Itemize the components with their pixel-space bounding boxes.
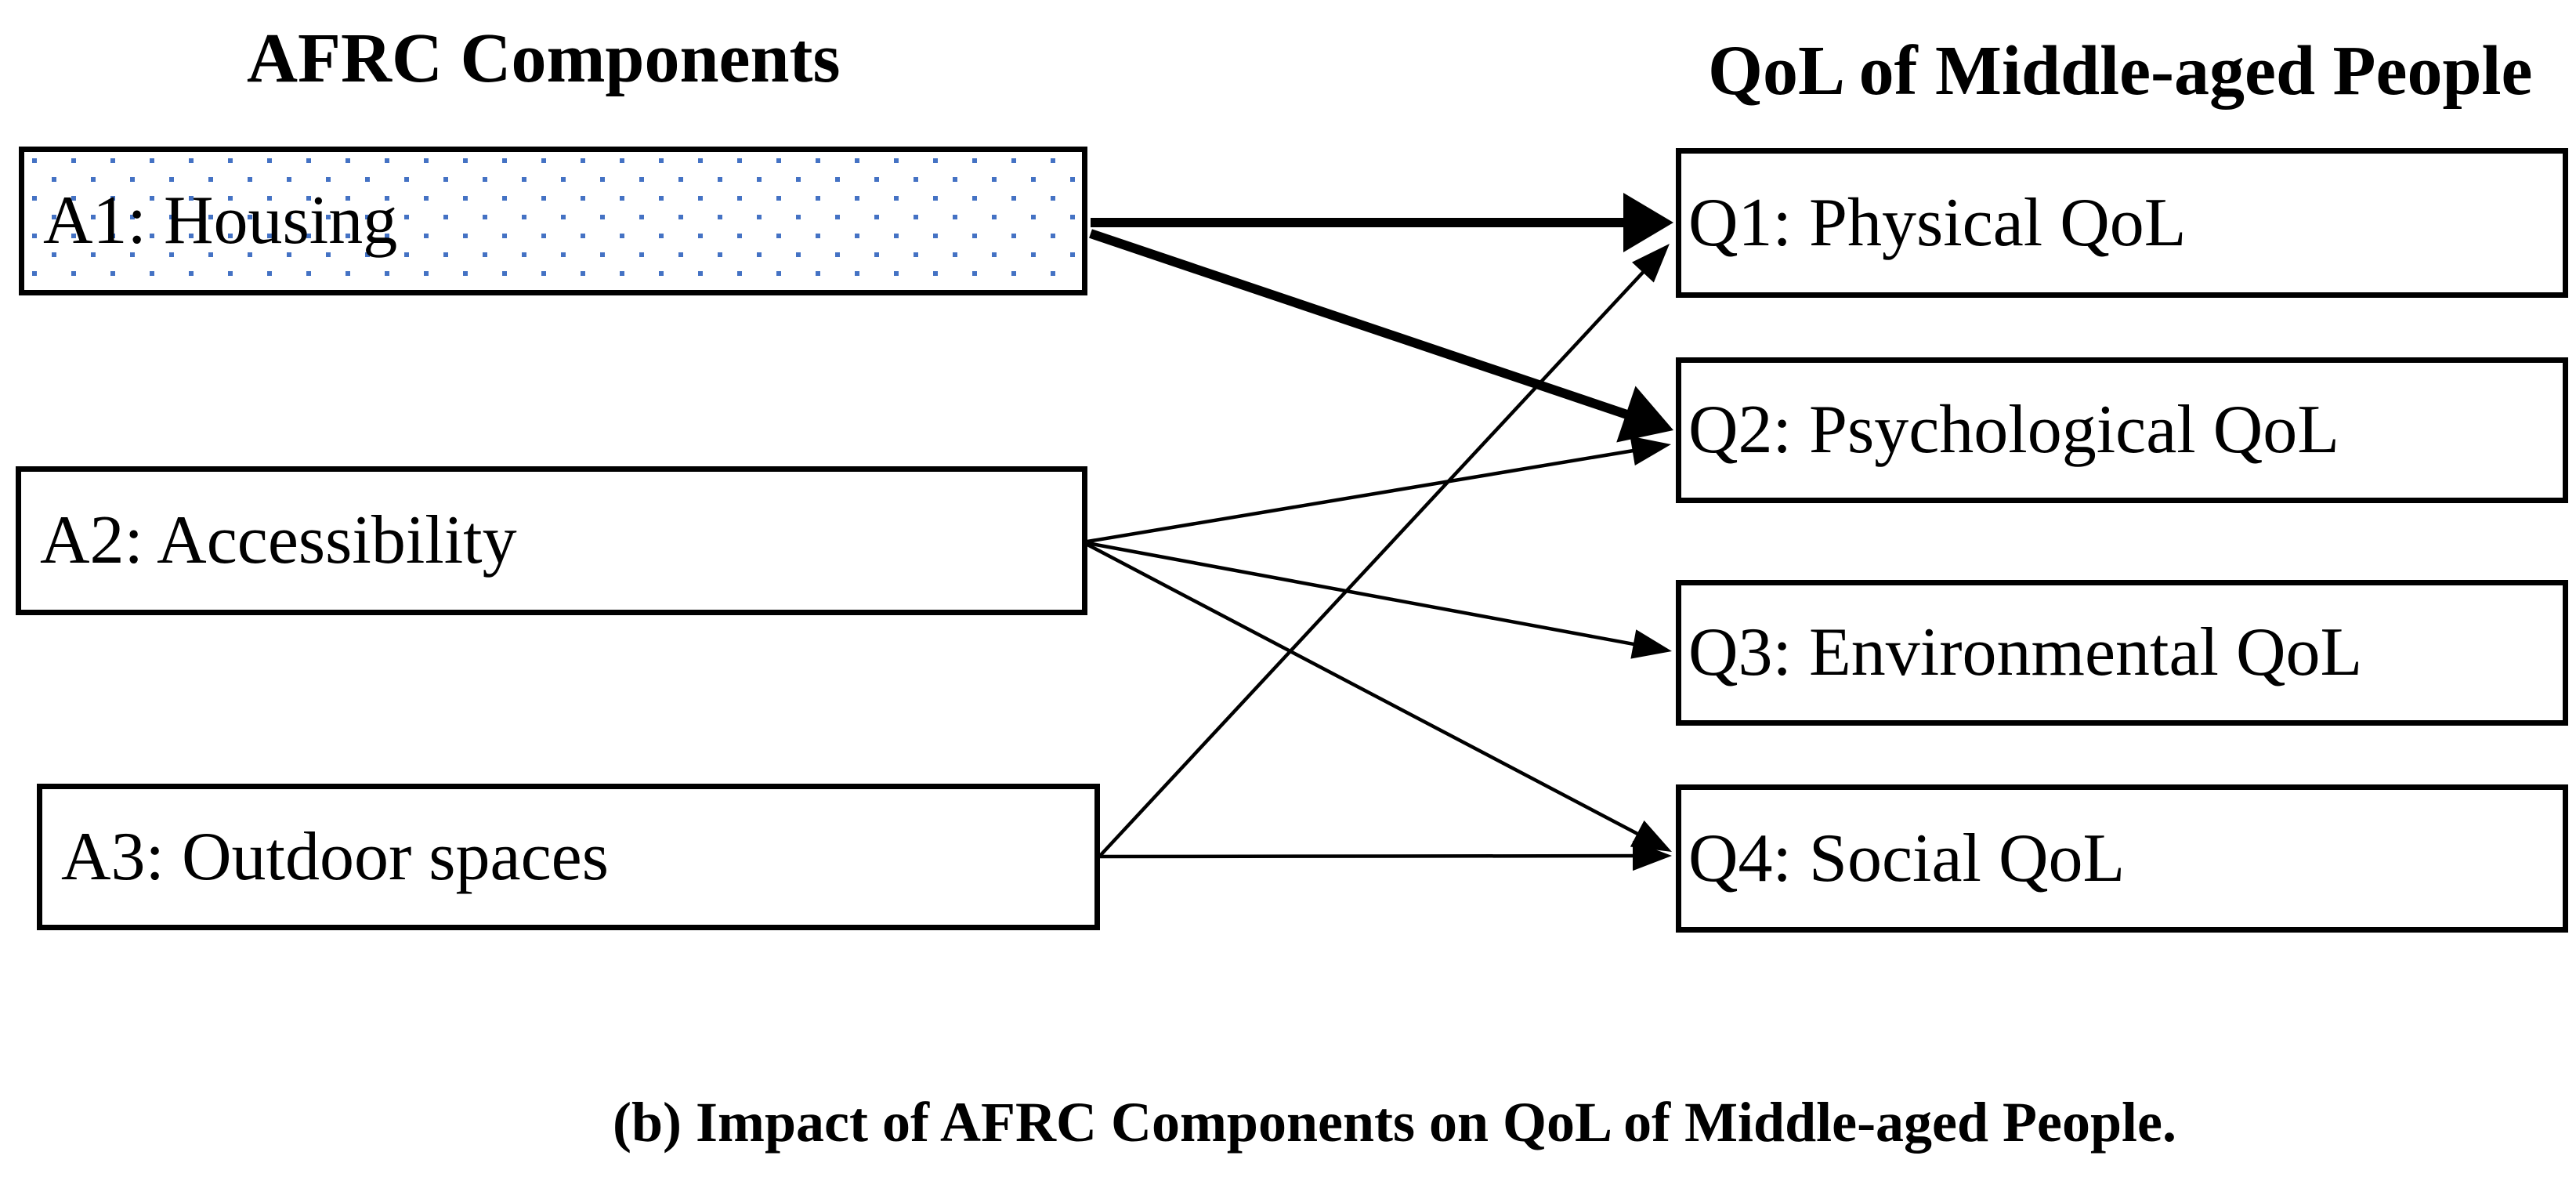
arrow-line-a2-q4 — [1086, 543, 1655, 845]
arrow-line-a2-q3 — [1087, 541, 1653, 650]
arrowhead-icon-a2-q3 — [1630, 629, 1672, 659]
box-label-q2: Q2: Psychological QoL — [1688, 392, 2340, 468]
box-label-a1: A1: Housing — [43, 183, 398, 259]
box-q2-psychological-qol: Q2: Psychological QoL — [1676, 357, 2568, 503]
box-a2-accessibility: A2: Accessibility — [16, 466, 1087, 615]
box-q1-physical-qol: Q1: Physical QoL — [1676, 148, 2568, 298]
arrow-line-a1-q2 — [1089, 229, 1652, 427]
left-column-header: AFRC Components — [247, 20, 841, 97]
box-label-q1: Q1: Physical QoL — [1688, 184, 2187, 261]
arrowhead-icon-a2-q4 — [1630, 820, 1672, 852]
box-a3-outdoor-spaces: A3: Outdoor spaces — [37, 784, 1100, 930]
box-label-a3: A3: Outdoor spaces — [61, 818, 609, 895]
arrowhead-icon-a1-q2 — [1616, 386, 1673, 443]
box-a1-housing: A1: Housing — [19, 147, 1087, 295]
box-label-q4: Q4: Social QoL — [1688, 820, 2126, 897]
box-q4-social-qol: Q4: Social QoL — [1676, 784, 2568, 933]
figure-caption: (b) Impact of AFRC Components on QoL of … — [613, 1091, 2176, 1154]
box-q3-environmental-qol: Q3: Environmental QoL — [1676, 580, 2568, 726]
arrowhead-icon-a2-q2 — [1630, 436, 1671, 466]
arrowhead-icon-a3-q4 — [1632, 841, 1672, 871]
arrow-line-a2-q2 — [1087, 445, 1652, 544]
arrowhead-icon-a1-q1 — [1623, 193, 1673, 252]
dot-pattern-fill — [24, 152, 1082, 290]
box-label-q3: Q3: Environmental QoL — [1688, 614, 2363, 690]
box-label-a2: A2: Accessibility — [40, 502, 517, 578]
arrow-line-a3-q4 — [1099, 853, 1653, 859]
arrowhead-icon-a3-q1 — [1632, 244, 1670, 283]
arrow-line-a3-q1 — [1098, 256, 1658, 857]
right-column-header: QoL of Middle-aged People — [1708, 32, 2533, 110]
